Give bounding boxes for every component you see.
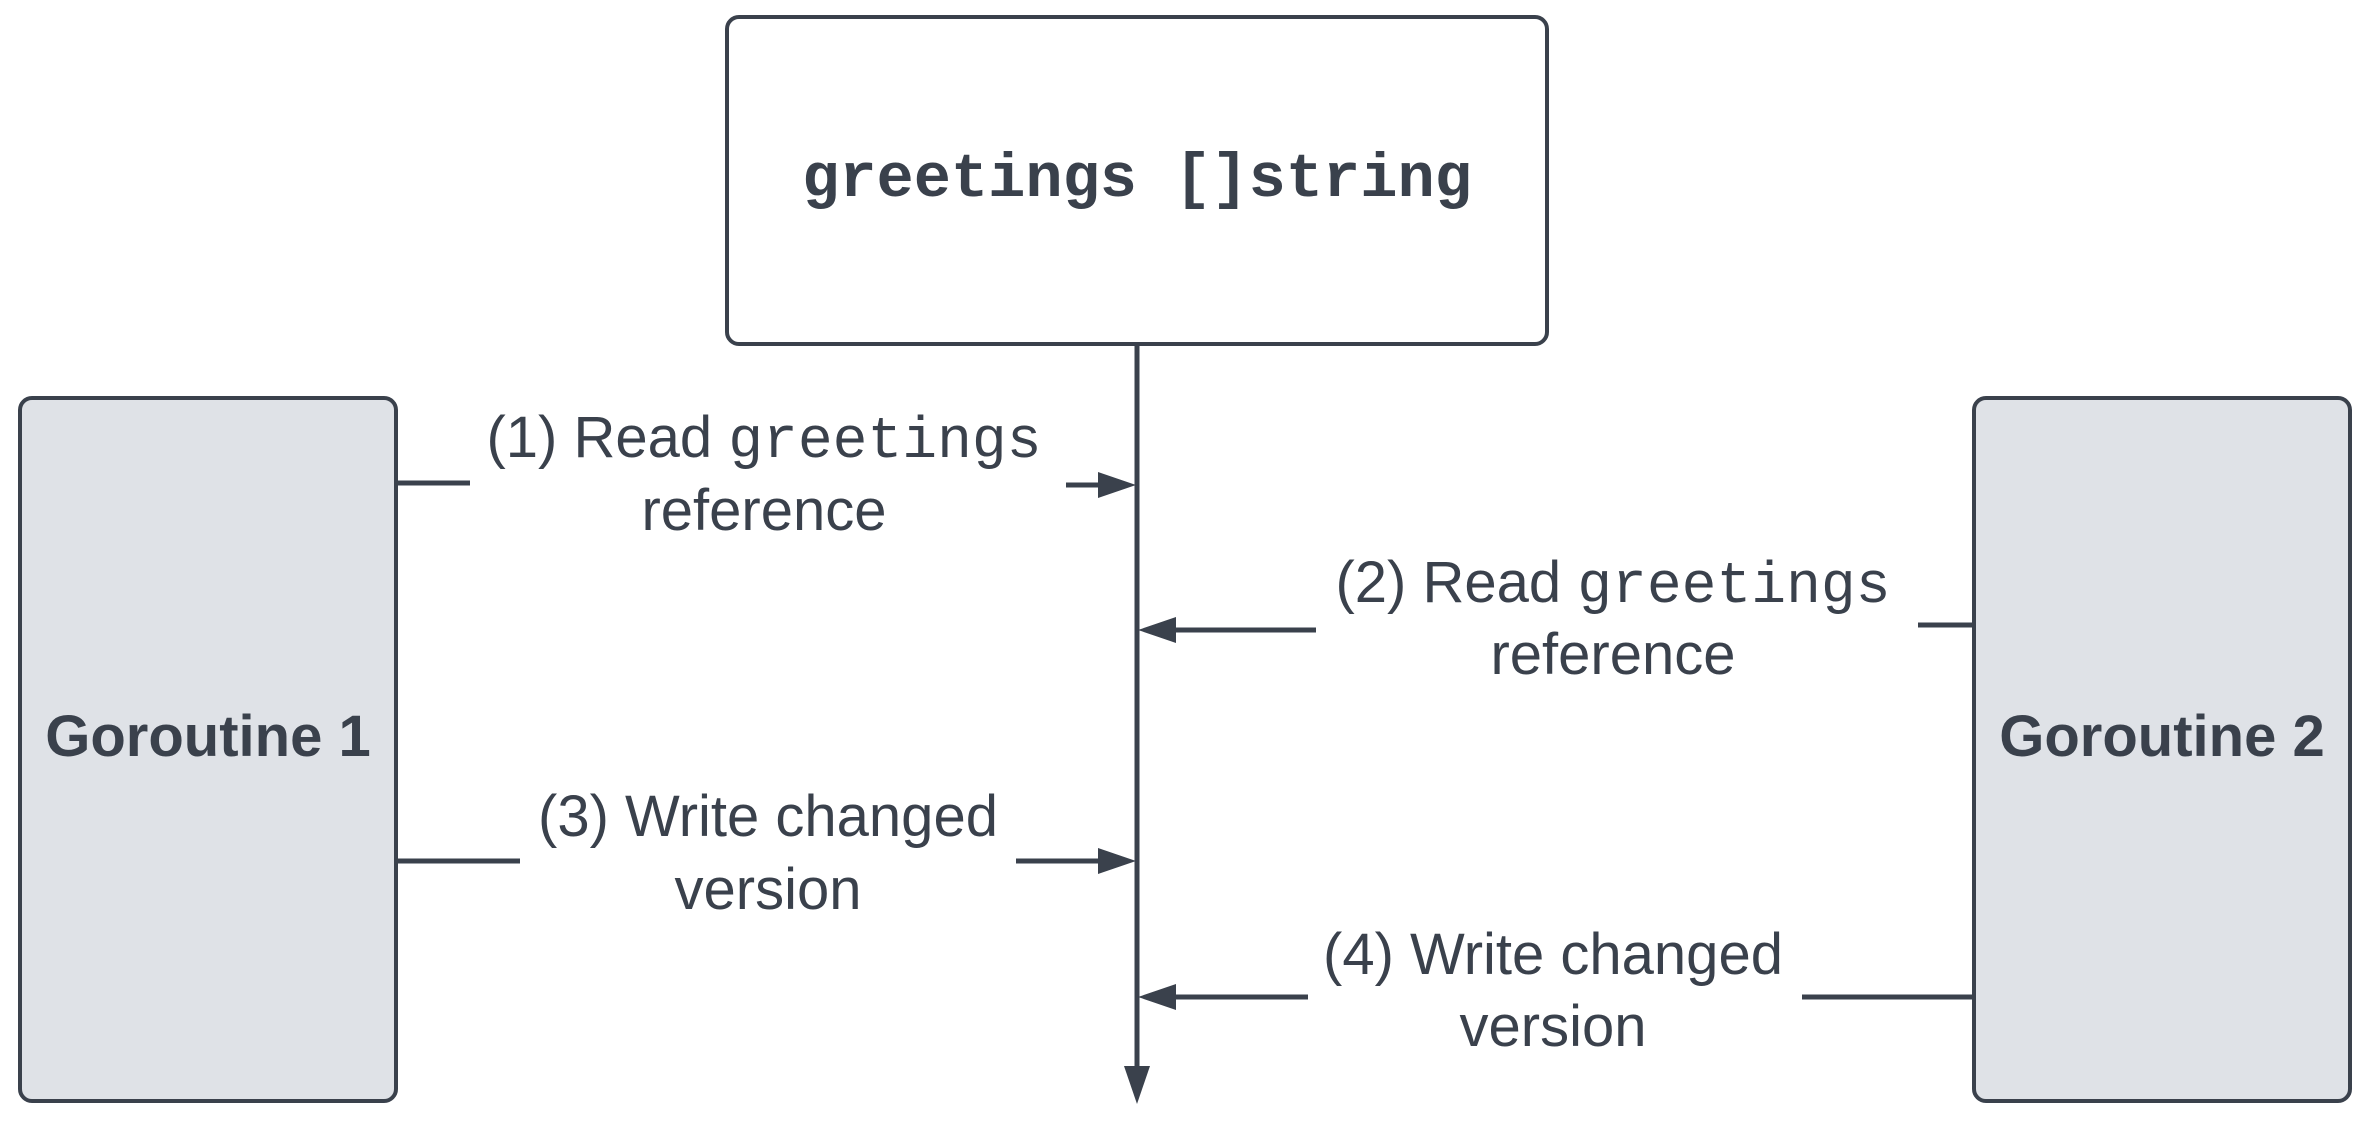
step-1-label-code: greetings — [728, 410, 1041, 475]
step-3-connector: (3) Write changed version — [396, 784, 1136, 922]
step-1-label-line2: reference — [641, 478, 886, 543]
step-4-label-line1: (4) Write changed — [1323, 922, 1783, 987]
step-2-label-code: greetings — [1577, 555, 1890, 620]
step-3-label-line2: version — [675, 857, 862, 922]
goroutine-1-label: Goroutine 1 — [45, 704, 370, 769]
step-1-label-line1: (1) Read greetings — [486, 405, 1041, 475]
step-2-label-prefix: (2) Read — [1335, 550, 1577, 615]
step-1-arrowhead — [1098, 472, 1136, 498]
step-1-connector: (1) Read greetings reference — [396, 405, 1136, 543]
step-4-connector: (4) Write changed version — [1138, 922, 1974, 1059]
step-4-arrowhead — [1138, 984, 1176, 1010]
goroutine-2-label: Goroutine 2 — [1999, 704, 2324, 769]
goroutine-2-node: Goroutine 2 — [1972, 396, 2352, 1103]
step-3-arrowhead — [1098, 848, 1136, 874]
goroutine-1-box — [18, 396, 398, 1103]
goroutine-1-node: Goroutine 1 — [18, 396, 398, 1103]
step-3-label-line1: (3) Write changed — [538, 784, 998, 849]
timeline-arrow — [1124, 344, 1150, 1104]
step-4-label-line2: version — [1460, 994, 1647, 1059]
step-2-connector: (2) Read greetings reference — [1138, 550, 1974, 687]
goroutine-2-box — [1972, 396, 2352, 1103]
step-2-label-line1: (2) Read greetings — [1335, 550, 1890, 620]
shared-variable-label: greetings []string — [802, 144, 1472, 215]
timeline-arrowhead — [1124, 1066, 1150, 1104]
step-1-label-prefix: (1) Read — [486, 405, 728, 470]
shared-variable-node: greetings []string — [725, 15, 1549, 346]
step-2-label-line2: reference — [1490, 622, 1735, 687]
step-2-arrowhead — [1138, 617, 1176, 643]
